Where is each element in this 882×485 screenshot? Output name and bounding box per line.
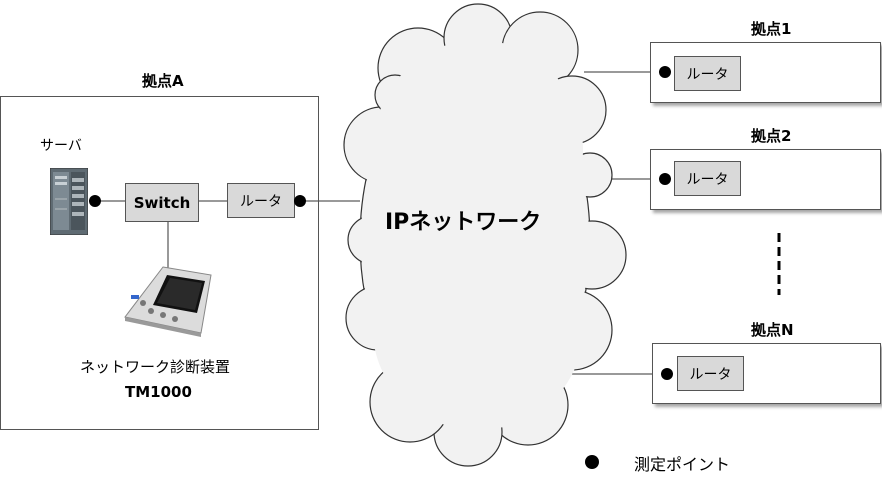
device-label: ネットワーク診断装置 [80, 358, 231, 376]
site-n-router: ルータ [677, 356, 744, 391]
ip-network-cloud [343, 3, 627, 467]
site-a-title: 拠点A [142, 72, 184, 90]
measurement-point [89, 195, 101, 207]
measurement-point [659, 173, 671, 185]
measurement-point [294, 195, 306, 207]
device-model: TM1000 [125, 383, 192, 401]
site-2-router: ルータ [674, 161, 741, 196]
cloud-label: IPネットワーク [385, 210, 542, 235]
legend-label: 測定ポイント [634, 455, 731, 474]
site-a-router: ルータ [227, 183, 295, 218]
site-1-router: ルータ [674, 56, 741, 91]
measurement-point [661, 368, 673, 380]
server-label: サーバ [40, 138, 82, 154]
site-a-box [0, 96, 319, 430]
measurement-point [659, 66, 671, 78]
server-icon [49, 167, 89, 236]
tm1000-device-icon [123, 265, 213, 337]
site-n-title: 拠点N [751, 321, 794, 339]
legend-dot [585, 455, 599, 469]
site-1-title: 拠点1 [751, 20, 792, 38]
site-2-title: 拠点2 [751, 127, 792, 145]
switch-box: Switch [125, 183, 199, 222]
